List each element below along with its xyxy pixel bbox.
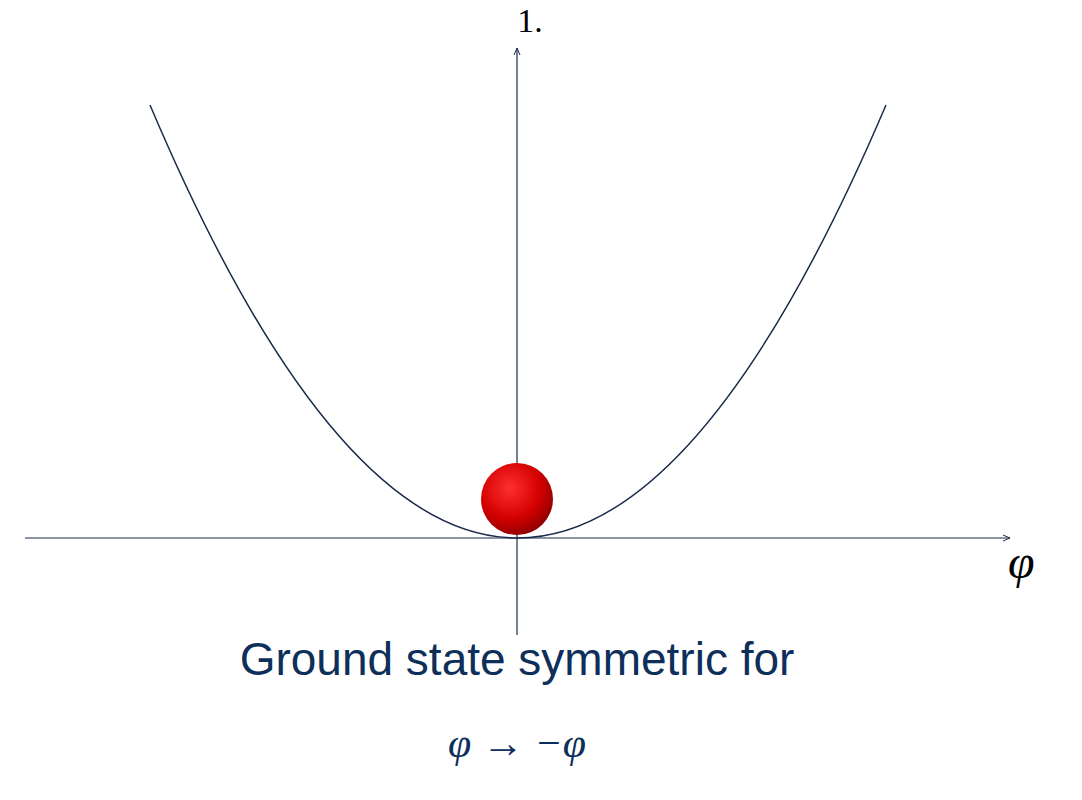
section-number: 1.: [517, 2, 543, 39]
axis-label: φ: [1008, 536, 1035, 589]
ball: [481, 463, 553, 535]
y-axis: [516, 48, 517, 635]
potential-curve: [150, 105, 886, 538]
caption-text: Ground state symmetric for: [240, 634, 795, 685]
math-expression: φ → −φ: [448, 720, 586, 766]
